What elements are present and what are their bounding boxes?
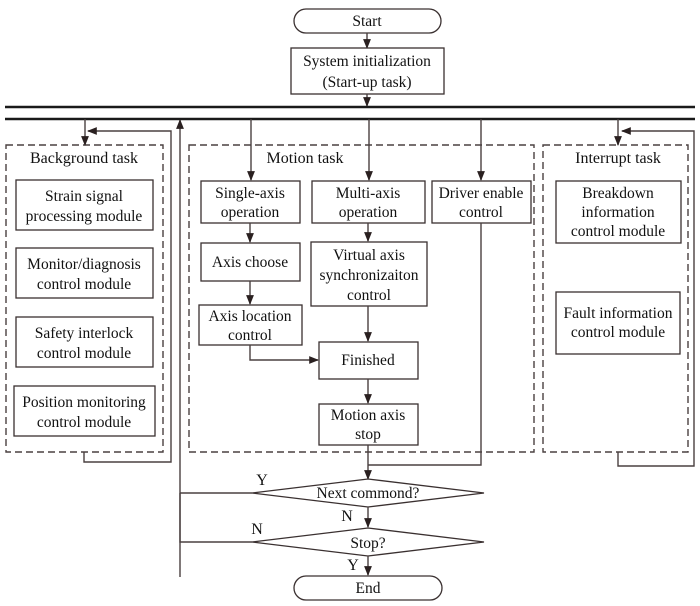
svg-text:Axis choose: Axis choose: [212, 254, 288, 271]
module-position-monitoring: Position monitoring control module: [13, 385, 156, 437]
svg-text:information: information: [581, 204, 654, 221]
svg-text:operation: operation: [221, 204, 280, 221]
svg-text:Stop?: Stop?: [350, 535, 385, 552]
svg-text:Next commond?: Next commond?: [317, 485, 420, 502]
axis-location-node: Axis location control: [198, 304, 303, 346]
stop-no-label: N: [251, 521, 263, 538]
interrupt-task-title: Interrupt task: [575, 150, 661, 167]
start-label: Start: [352, 13, 382, 30]
motion-task-title: Motion task: [267, 150, 344, 167]
svg-text:stop: stop: [355, 426, 381, 443]
start-node: Start: [293, 8, 442, 34]
svg-text:Monitor/diagnosis: Monitor/diagnosis: [27, 256, 141, 273]
background-loop-line: [83, 127, 172, 463]
decision-stop: Stop?: [251, 527, 485, 557]
multi-axis-node: Multi-axis operation: [311, 180, 426, 224]
svg-text:processing module: processing module: [26, 208, 143, 225]
svg-text:Driver enable: Driver enable: [439, 185, 524, 202]
init-node: System initialization (Start-up task): [290, 47, 445, 95]
next-no-label: N: [341, 508, 353, 525]
end-node: End: [293, 575, 443, 601]
module-strain-signal: Strain signal processing module: [15, 179, 154, 231]
svg-text:synchronizaiton: synchronizaiton: [319, 267, 418, 284]
end-label: End: [356, 580, 381, 597]
svg-text:Safety interlock: Safety interlock: [35, 325, 134, 342]
svg-text:operation: operation: [339, 204, 398, 221]
next-yes-label: Y: [256, 472, 268, 489]
svg-text:Axis location: Axis location: [208, 308, 291, 325]
svg-text:control: control: [228, 327, 272, 344]
module-safety-interlock: Safety interlock control module: [15, 316, 154, 368]
motion-axis-stop-node: Motion axis stop: [318, 403, 419, 446]
single-axis-node: Single-axis operation: [200, 180, 301, 224]
svg-text:control module: control module: [571, 324, 665, 341]
motion-task-group: [188, 144, 535, 453]
stop-no-branch-line: [179, 493, 252, 543]
background-task-title: Background task: [30, 150, 138, 167]
init-label-2: (Start-up task): [322, 74, 411, 91]
virtual-axis-node: Virtual axis synchronizaiton control: [310, 241, 428, 307]
svg-text:Breakdown: Breakdown: [582, 185, 654, 202]
svg-text:Strain signal: Strain signal: [45, 188, 123, 205]
stop-yes-label: Y: [347, 557, 359, 574]
driver-enable-node: Driver enable control: [431, 180, 532, 224]
decision-next-command: Next commond?: [251, 478, 485, 508]
finished-node: Finished: [318, 341, 419, 380]
svg-text:Position monitoring: Position monitoring: [22, 394, 146, 411]
svg-text:Finished: Finished: [341, 352, 395, 369]
svg-text:Fault information: Fault information: [564, 305, 673, 322]
module-breakdown-information: Breakdown information control module: [555, 180, 682, 244]
init-label-1: System initialization: [303, 53, 431, 70]
interrupt-loop-line: [617, 127, 695, 467]
svg-text:Motion axis: Motion axis: [331, 407, 406, 424]
svg-text:Virtual axis: Virtual axis: [333, 247, 405, 264]
svg-text:control module: control module: [37, 345, 131, 362]
svg-text:control module: control module: [571, 223, 665, 240]
driver-enable-to-merge-line: [368, 223, 482, 466]
module-monitor-diagnosis: Monitor/diagnosis control module: [15, 247, 154, 299]
svg-text:Multi-axis: Multi-axis: [336, 185, 401, 202]
svg-text:control module: control module: [37, 414, 131, 431]
arrow-location-to-finished: [249, 345, 319, 364]
svg-text:control: control: [347, 287, 391, 304]
svg-text:control: control: [459, 204, 503, 221]
axis-choose-node: Axis choose: [200, 242, 301, 282]
svg-text:Single-axis: Single-axis: [215, 185, 285, 202]
module-fault-information: Fault information control module: [555, 291, 681, 355]
svg-text:control module: control module: [37, 276, 131, 293]
